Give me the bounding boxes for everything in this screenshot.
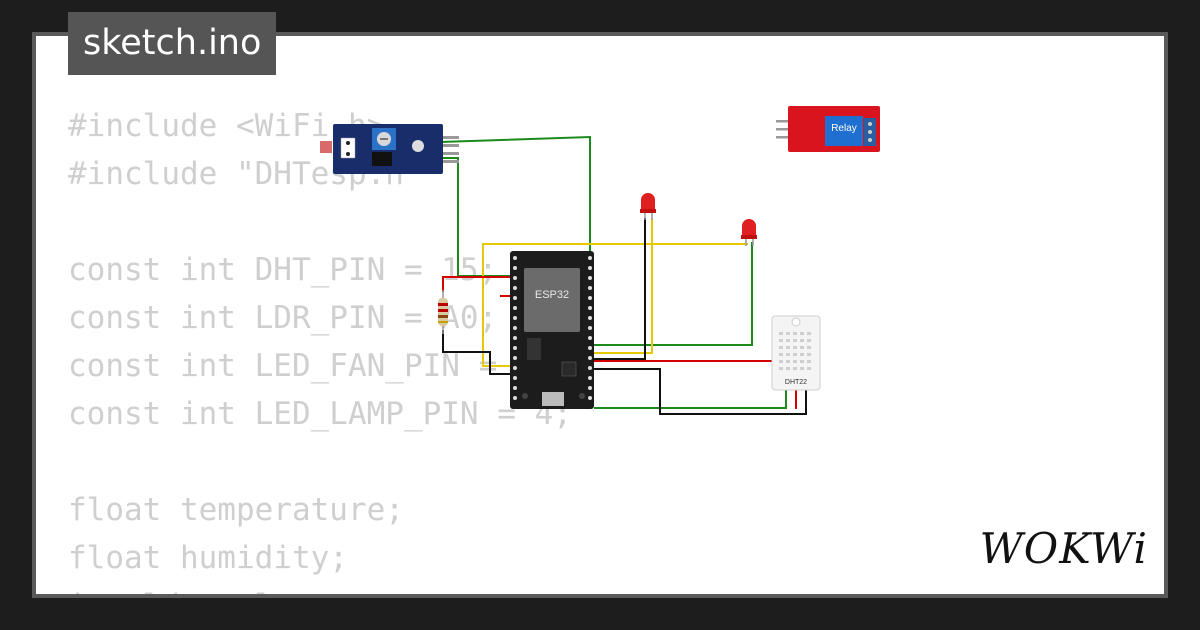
pin xyxy=(513,256,517,260)
vent-slot xyxy=(800,332,804,335)
wire-black xyxy=(594,368,807,415)
vent-slot xyxy=(807,353,811,356)
vent-slot xyxy=(793,367,797,370)
dht22-label: DHT22 xyxy=(785,379,807,386)
vent-slot xyxy=(800,339,804,342)
pin xyxy=(588,336,592,340)
pin xyxy=(513,336,517,340)
vent-slot xyxy=(779,346,783,349)
relay-module[interactable]: Relay xyxy=(776,106,880,152)
wire-red xyxy=(594,360,791,388)
wire-green xyxy=(594,388,787,409)
vent-slot xyxy=(807,367,811,370)
code-line: float humidity; xyxy=(68,540,348,576)
pin xyxy=(513,356,517,360)
pin xyxy=(588,366,592,370)
pin xyxy=(513,306,517,310)
esp32-label: ESP32 xyxy=(535,289,569,301)
wire-black xyxy=(594,218,646,360)
pin xyxy=(588,276,592,280)
pin xyxy=(513,316,517,320)
led-lamp[interactable] xyxy=(741,219,757,246)
vent-slot xyxy=(779,332,783,335)
pin xyxy=(588,266,592,270)
wire-red xyxy=(442,276,515,297)
vent-slot xyxy=(779,353,783,356)
pin xyxy=(513,366,517,370)
sketch-title: sketch.ino xyxy=(68,12,277,75)
vent-slot xyxy=(807,346,811,349)
vent-slot xyxy=(779,360,783,363)
pin xyxy=(588,316,592,320)
wire-green xyxy=(440,157,522,277)
vent-slot xyxy=(793,339,797,342)
vent-slot xyxy=(807,339,811,342)
wire-black xyxy=(442,330,514,375)
vent-slot xyxy=(793,360,797,363)
pin xyxy=(513,376,517,380)
pin xyxy=(588,306,592,310)
pin xyxy=(588,386,592,390)
pin xyxy=(588,376,592,380)
code-line: float temperature; xyxy=(68,492,404,528)
vent-slot xyxy=(807,360,811,363)
wokwi-logo: WOKWi xyxy=(979,524,1148,573)
vent-slot xyxy=(793,332,797,335)
vent-slot xyxy=(786,353,790,356)
pin xyxy=(513,296,517,300)
vent-slot xyxy=(807,332,811,335)
pin xyxy=(588,326,592,330)
led-fan[interactable] xyxy=(640,193,656,220)
vent-slot xyxy=(793,353,797,356)
pin xyxy=(513,396,517,400)
relay-label: Relay xyxy=(831,123,857,134)
pin xyxy=(588,286,592,290)
code-line: const int LDR_PIN = A0; xyxy=(68,300,498,336)
dht22-sensor[interactable]: DHT22 xyxy=(771,315,821,391)
pin xyxy=(513,386,517,390)
vent-slot xyxy=(793,346,797,349)
wire-green xyxy=(594,242,753,346)
wire-yellow xyxy=(594,218,653,354)
resistor[interactable] xyxy=(438,290,448,334)
pin xyxy=(513,326,517,330)
vent-slot xyxy=(800,346,804,349)
pin xyxy=(588,356,592,360)
pin xyxy=(513,286,517,290)
vent-slot xyxy=(800,360,804,363)
pin xyxy=(588,296,592,300)
vent-slot xyxy=(786,367,790,370)
vent-slot xyxy=(786,346,790,349)
pin xyxy=(588,256,592,260)
esp32-board[interactable]: ESP32 xyxy=(510,251,594,409)
vent-slot xyxy=(800,353,804,356)
pin xyxy=(588,396,592,400)
vent-slot xyxy=(800,367,804,370)
pin xyxy=(513,266,517,270)
code-line: const int DHT_PIN = 15; xyxy=(68,252,498,288)
ldr-sensor-module[interactable] xyxy=(320,124,459,174)
pin xyxy=(588,346,592,350)
vent-slot xyxy=(786,360,790,363)
code-line: const int LED_FAN_PIN = 2; xyxy=(68,348,554,384)
vent-slot xyxy=(786,339,790,342)
pin xyxy=(513,276,517,280)
pin xyxy=(513,346,517,350)
vent-slot xyxy=(779,339,783,342)
wire-yellow xyxy=(482,243,748,367)
code-line: const int LED_LAMP_PIN = 4; xyxy=(68,396,572,432)
code-line: int ldr_value; xyxy=(68,582,572,594)
preview-canvas: #include <WiFi.h>#include "DHTesp.h"cons… xyxy=(36,36,1164,594)
code-background: #include <WiFi.h>#include "DHTesp.h"cons… xyxy=(68,102,572,594)
vent-slot xyxy=(779,367,783,370)
vent-slot xyxy=(786,332,790,335)
